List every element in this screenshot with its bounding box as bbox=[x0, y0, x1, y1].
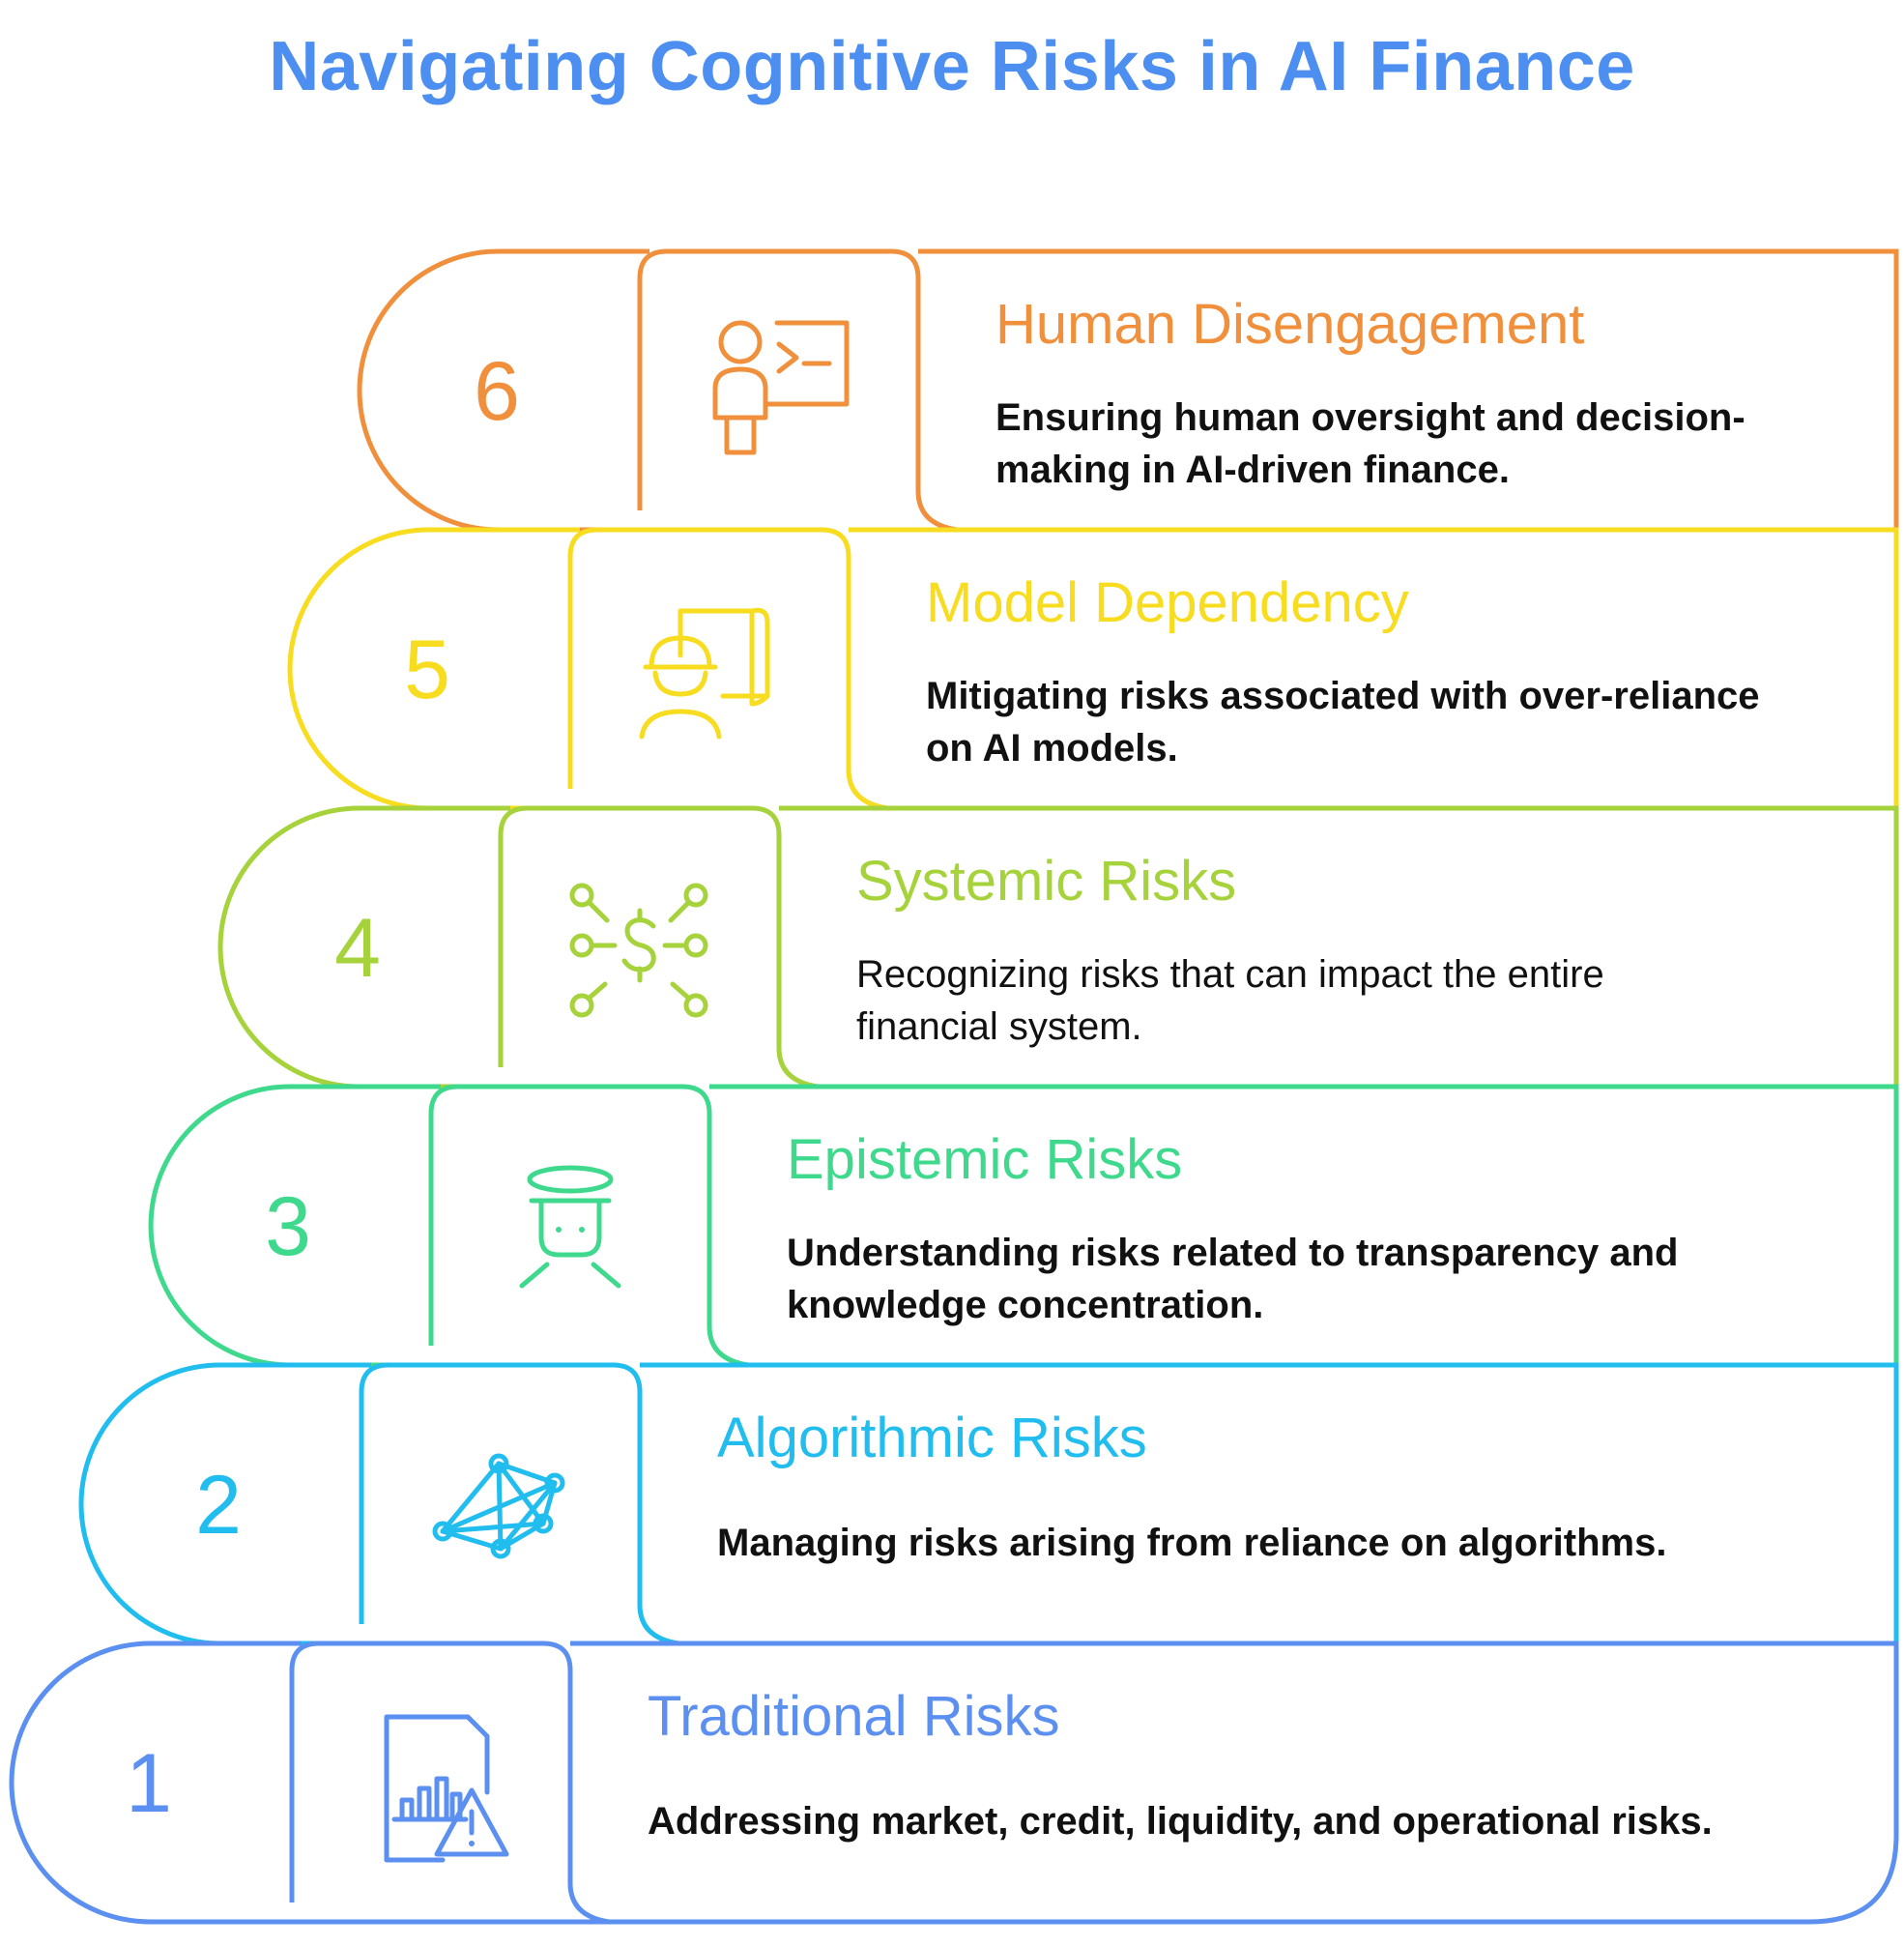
dollar-network-icon bbox=[569, 883, 708, 1018]
step-description-line: knowledge concentration. bbox=[787, 1284, 1263, 1326]
step-number-capsule bbox=[287, 527, 580, 811]
report-warning-icon bbox=[384, 1714, 509, 1863]
step-description-line: on AI models. bbox=[926, 727, 1178, 770]
step-description-line: Recognizing risks that can impact the en… bbox=[856, 953, 1604, 996]
step-icon-column bbox=[289, 1641, 610, 1925]
step-title: Model Dependency bbox=[926, 571, 1409, 634]
step-number: 1 bbox=[126, 1737, 172, 1830]
network-icon bbox=[432, 1453, 565, 1559]
step-icon-column bbox=[498, 805, 819, 1089]
step-number-capsule bbox=[148, 1084, 441, 1368]
step-content-box bbox=[151, 1641, 1899, 1925]
step-description-line: Mitigating risks associated with over-re… bbox=[926, 675, 1760, 717]
step-description-line: financial system. bbox=[856, 1005, 1142, 1048]
person-hat-icon bbox=[519, 1165, 621, 1289]
person-terminal-icon bbox=[712, 320, 850, 455]
step-description-line: Addressing market, credit, liquidity, an… bbox=[648, 1800, 1713, 1843]
step-description-line: making in AI-driven finance. bbox=[995, 449, 1510, 491]
step-description-line: Ensuring human oversight and decision- bbox=[995, 396, 1745, 439]
step-content-box bbox=[849, 527, 1899, 808]
step-number: 3 bbox=[265, 1180, 311, 1273]
step-title: Systemic Risks bbox=[856, 850, 1236, 913]
step-content-box bbox=[918, 248, 1899, 530]
step-title: Human Disengagement bbox=[995, 293, 1584, 356]
step-description-line: Managing risks arising from reliance on … bbox=[717, 1522, 1666, 1564]
step-title: Algorithmic Risks bbox=[717, 1407, 1147, 1469]
step-content-box bbox=[640, 1362, 1899, 1643]
step-icon-column bbox=[567, 527, 888, 811]
step-content-box bbox=[779, 805, 1899, 1087]
step-number: 6 bbox=[474, 345, 520, 438]
step-title: Epistemic Risks bbox=[787, 1128, 1182, 1191]
step-number-capsule bbox=[9, 1641, 302, 1925]
step-icon-column bbox=[359, 1362, 679, 1646]
step-icon-column bbox=[637, 248, 958, 533]
step-content-box bbox=[709, 1084, 1899, 1365]
page-title: Navigating Cognitive Risks in AI Finance bbox=[269, 28, 1635, 105]
step-description-line: Understanding risks related to transpare… bbox=[787, 1232, 1678, 1274]
engineer-board-icon bbox=[639, 607, 770, 740]
step-number: 4 bbox=[334, 902, 381, 995]
step-number-capsule bbox=[217, 805, 510, 1089]
step-number: 5 bbox=[404, 624, 450, 716]
step-title: Traditional Risks bbox=[648, 1685, 1060, 1748]
step-number: 2 bbox=[195, 1459, 242, 1552]
step-number-capsule bbox=[78, 1362, 371, 1646]
step-number-capsule bbox=[357, 248, 649, 533]
step-icon-column bbox=[428, 1084, 749, 1368]
